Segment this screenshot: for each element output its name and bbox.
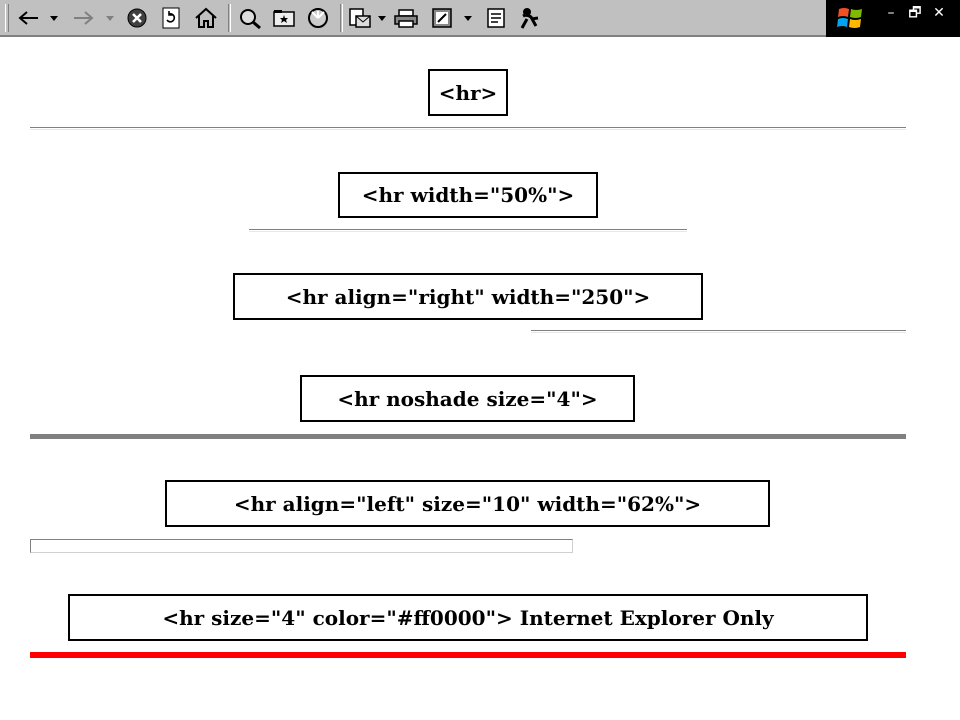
code-label-hr-color-red: <hr size="4" color="#ff0000"> Internet E… [68, 594, 868, 641]
window-controls: – 🗗 ✕ [826, 0, 960, 37]
minimize-button[interactable]: – [887, 5, 895, 21]
mail-icon[interactable] [346, 6, 374, 30]
edit-dropdown-icon[interactable] [462, 6, 474, 30]
discuss-icon[interactable] [482, 6, 510, 30]
horizontal-rule-half-width [249, 229, 687, 232]
back-dropdown-icon[interactable] [48, 6, 60, 30]
print-icon[interactable] [392, 6, 420, 30]
forward-dropdown-icon[interactable] [104, 6, 116, 30]
stop-icon[interactable] [124, 6, 150, 30]
horizontal-rule-red [30, 652, 906, 658]
favorites-icon[interactable] [270, 6, 298, 30]
code-label-hr-noshade: <hr noshade size="4"> [300, 375, 635, 422]
horizontal-rule-left-thick [30, 539, 573, 553]
horizontal-rule-default [30, 127, 906, 130]
code-label-hr: <hr> [428, 69, 508, 116]
horizontal-rule-right-aligned [531, 330, 906, 333]
refresh-icon[interactable] [158, 6, 184, 30]
forward-icon[interactable] [70, 6, 96, 30]
mail-dropdown-icon[interactable] [376, 6, 388, 30]
history-icon[interactable] [304, 6, 332, 30]
code-label-hr-width-50: <hr width="50%"> [338, 172, 598, 218]
edit-icon[interactable] [428, 6, 456, 30]
horizontal-rule-noshade [30, 434, 906, 439]
browser-toolbar: – 🗗 ✕ [0, 0, 960, 37]
code-label-hr-align-left: <hr align="left" size="10" width="62%"> [165, 480, 770, 527]
back-icon[interactable] [16, 6, 42, 30]
toolbar-separator [340, 4, 343, 32]
windows-logo-icon [836, 5, 866, 35]
restore-button[interactable]: 🗗 [908, 5, 922, 21]
home-icon[interactable] [192, 6, 220, 30]
messenger-icon[interactable] [516, 6, 546, 30]
search-icon[interactable] [236, 6, 264, 30]
toolbar-grip[interactable] [5, 4, 9, 32]
close-button[interactable]: ✕ [933, 5, 945, 21]
toolbar-separator [228, 4, 231, 32]
code-label-hr-align-right: <hr align="right" width="250"> [233, 273, 703, 320]
